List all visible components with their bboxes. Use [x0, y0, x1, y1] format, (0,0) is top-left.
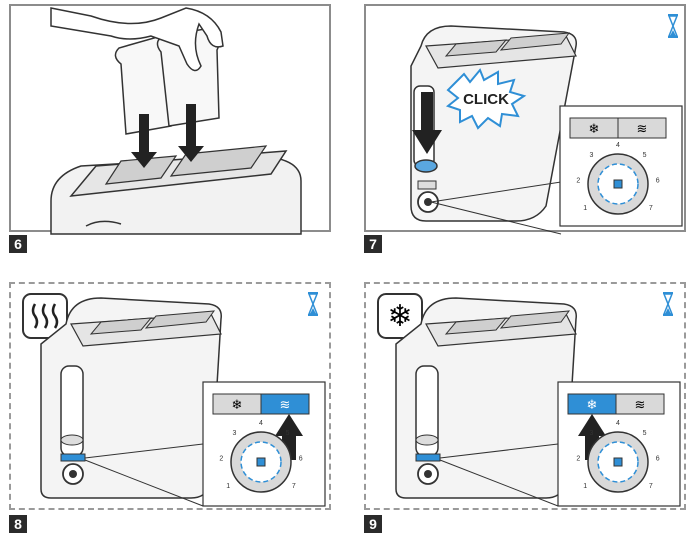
dial-tick-label: 3 — [589, 152, 593, 159]
step-number: 8 — [9, 515, 27, 533]
dial-tick-label: 5 — [286, 430, 290, 437]
dial-tick-label: 1 — [583, 205, 587, 212]
browning-dial: 1 2 3 4 5 6 7 — [219, 420, 303, 493]
defrost-icon: ❄ — [232, 398, 243, 413]
dial-tick-label: 2 — [576, 455, 580, 462]
dial-tick-label: 6 — [656, 455, 660, 462]
toaster-press-illustration: CLICK ❄ ≋ 1 2 3 4 5 6 7 — [410, 14, 683, 235]
arrow-down-icon — [412, 92, 442, 154]
dial-tick-label: 6 — [299, 455, 303, 462]
browning-dial: 1 2 3 4 5 6 7 — [576, 142, 660, 215]
defrost-icon: ❄ — [589, 122, 600, 137]
step-number: 9 — [364, 515, 382, 533]
dial-tick-label: 3 — [589, 430, 593, 437]
dial-tick-label: 7 — [649, 205, 653, 212]
arrow-down-icon — [131, 114, 157, 168]
reheat-illustration: ❄ ≋ 1 2 3 4 5 6 7 — [22, 292, 326, 507]
defrost-icon — [377, 293, 423, 339]
dial-tick-label: 5 — [643, 430, 647, 437]
defrost-illustration: ❄ ❄ ≋ 1 2 3 4 5 6 7 — [377, 292, 681, 507]
browning-dial: 1 2 3 4 5 6 7 — [576, 420, 660, 493]
dial-tick-label: 7 — [649, 483, 653, 490]
dial-tick-label: 1 — [583, 483, 587, 490]
dial-tick-label: 6 — [656, 177, 660, 184]
step-6-panel — [9, 4, 331, 235]
defrost-badge-symbol: ❄ — [387, 299, 412, 334]
dial-tick-label: 4 — [616, 142, 620, 149]
dial-tick-label: 5 — [643, 152, 647, 159]
dial-tick-label: 7 — [292, 483, 296, 490]
step-9-panel: ❄ ❄ ≋ 1 2 3 4 5 6 7 — [364, 282, 686, 510]
reheat-icon: ≋ — [637, 122, 648, 137]
defrost-icon: ❄ — [587, 398, 598, 413]
hourglass-icon — [662, 292, 674, 316]
reheat-icon: ≋ — [635, 398, 646, 413]
toaster-insert-illustration — [50, 7, 302, 235]
dial-tick-label: 4 — [259, 420, 263, 427]
step-number: 6 — [9, 235, 27, 253]
arrow-down-icon — [178, 104, 204, 162]
dial-tick-label: 3 — [232, 430, 236, 437]
reheat-icon: ≋ — [280, 398, 291, 413]
hourglass-icon — [667, 14, 679, 38]
click-label: CLICK — [463, 91, 509, 108]
step-8-panel: ❄ ≋ 1 2 3 4 5 6 7 — [9, 282, 331, 510]
dial-tick-label: 1 — [226, 483, 230, 490]
step-number: 7 — [364, 235, 382, 253]
dial-tick-label: 2 — [219, 455, 223, 462]
dial-tick-label: 4 — [616, 420, 620, 427]
hourglass-icon — [307, 292, 319, 316]
dial-tick-label: 2 — [576, 177, 580, 184]
step-7-panel: CLICK ❄ ≋ 1 2 3 4 5 6 7 — [364, 4, 686, 235]
